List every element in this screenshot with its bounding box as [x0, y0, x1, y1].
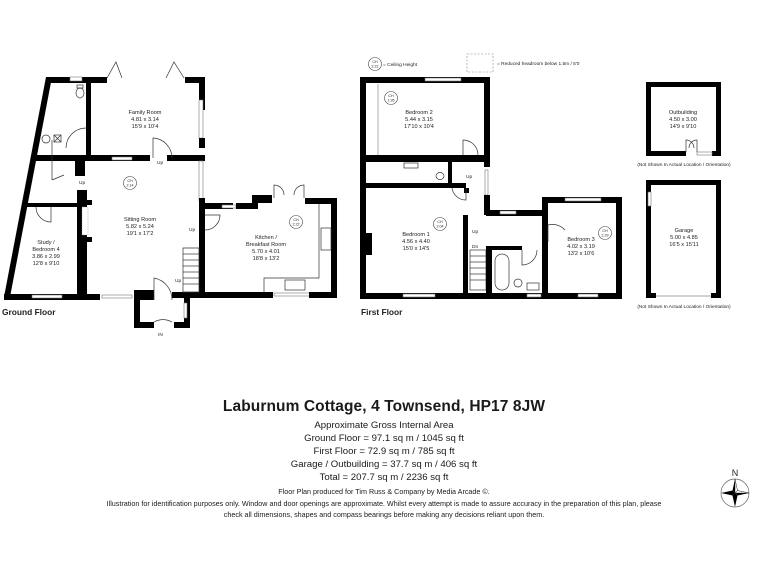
svg-text:Bedroom 3: Bedroom 3: [567, 237, 594, 243]
outbuilding-plan: Outbuilding 4.50 x 3.00 14'9 x 9'10 (Not…: [637, 82, 731, 168]
svg-text:CH: CH: [388, 94, 394, 98]
area-first-floor: First Floor = 72.9 sq m / 785 sq ft: [313, 446, 455, 457]
stair-label-up-landing: Up: [466, 174, 472, 180]
svg-text:15'9 x 10'4: 15'9 x 10'4: [132, 124, 159, 130]
reduced-headroom-legend-label: = Reduced headroom below 1.5m / 5'0: [497, 61, 580, 67]
svg-text:2.14: 2.14: [127, 184, 134, 188]
svg-text:3.86 x 2.99: 3.86 x 2.99: [32, 254, 60, 260]
svg-text:19'1 x 17'2: 19'1 x 17'2: [127, 231, 154, 237]
room-bedroom-3: Bedroom 3 4.02 x 3.19 13'2 x 10'6: [567, 237, 595, 257]
svg-text:Garage: Garage: [675, 228, 694, 234]
room-study-bedroom-4: Study / Bedroom 4 3.86 x 2.99 12'8 x 9'1…: [32, 240, 60, 267]
stair-label-up-family: Up: [157, 160, 163, 166]
stair-label-up-hall: Up: [79, 180, 85, 186]
svg-text:14'9 x 9'10: 14'9 x 9'10: [670, 124, 697, 130]
svg-text:Bedroom 4: Bedroom 4: [32, 247, 59, 253]
stair-label-up-sitting: Up: [175, 278, 181, 284]
ceiling-height-legend-icon: CH 2.22: [368, 57, 382, 71]
room-kitchen-breakfast: Kitchen / Breakfast Room 5.70 x 4.01 18'…: [246, 235, 286, 262]
area-ground-floor: Ground Floor = 97.1 sq m / 1045 sq ft: [304, 433, 464, 444]
garage-location-note: (Not Shown In Actual Location / Orientat…: [637, 304, 731, 310]
outbuilding-location-note: (Not Shown In Actual Location / Orientat…: [637, 162, 731, 168]
svg-text:5.00 x 4.85: 5.00 x 4.85: [670, 235, 698, 241]
svg-text:4.02 x 3.19: 4.02 x 3.19: [567, 244, 595, 250]
svg-text:2.29: 2.29: [602, 234, 609, 238]
svg-text:5.82 x 5.24: 5.82 x 5.24: [126, 224, 154, 230]
svg-text:17'10 x 10'4: 17'10 x 10'4: [404, 124, 434, 130]
ceiling-height-marker-kitchen: CH 2.22: [289, 215, 303, 229]
compass-rose-icon: N: [720, 468, 750, 508]
area-summary: Approximate Gross Internal Area Ground F…: [0, 419, 768, 484]
svg-text:Bedroom 2: Bedroom 2: [405, 110, 432, 116]
area-total: Total = 207.7 sq m / 2236 sq ft: [319, 472, 449, 483]
disclaimer: Illustration for identification purposes…: [106, 499, 662, 519]
ceiling-height-marker-bedroom-3: CH 2.29: [598, 226, 612, 240]
svg-text:5.70 x 4.01: 5.70 x 4.01: [252, 249, 280, 255]
svg-text:4.50 x 3.00: 4.50 x 3.00: [669, 117, 697, 123]
first-floor-label: First Floor: [361, 307, 403, 317]
room-sitting-room: Sitting Room 5.82 x 5.24 19'1 x 17'2: [124, 217, 156, 237]
credit-line: Floor Plan produced for Tim Russ & Compa…: [278, 487, 490, 496]
svg-text:4.81 x 3.14: 4.81 x 3.14: [131, 117, 159, 123]
svg-text:4.56 x 4.40: 4.56 x 4.40: [402, 239, 430, 245]
stair-label-up-kitchen: Up: [189, 227, 195, 233]
area-garage-outbuilding: Garage / Outbuilding = 37.7 sq m / 406 s…: [290, 459, 478, 470]
svg-text:Sitting Room: Sitting Room: [124, 217, 156, 223]
svg-text:16'5 x 15'11: 16'5 x 15'11: [669, 242, 698, 248]
svg-text:5.44 x 3.15: 5.44 x 3.15: [405, 117, 433, 123]
svg-text:15'0 x 14'5: 15'0 x 14'5: [403, 246, 430, 252]
entrance-label: IN: [158, 332, 163, 338]
ceiling-height-marker-bedroom-2: CH 1.95: [384, 91, 398, 105]
ground-floor-label: Ground Floor: [2, 307, 56, 317]
svg-text:18'8 x 13'2: 18'8 x 13'2: [253, 256, 280, 262]
svg-text:2.22: 2.22: [293, 223, 300, 227]
svg-text:CH: CH: [293, 218, 299, 222]
svg-text:Outbuilding: Outbuilding: [669, 110, 697, 116]
first-floor-plan: Up Up Dn: [360, 77, 622, 317]
svg-text:13'2 x 10'6: 13'2 x 10'6: [568, 251, 595, 257]
ceiling-height-legend-label: = Ceiling Height: [383, 62, 418, 68]
svg-text:1.95: 1.95: [388, 99, 395, 103]
svg-text:2.22: 2.22: [372, 65, 379, 69]
svg-text:CH: CH: [437, 220, 443, 224]
svg-text:CH: CH: [602, 229, 608, 233]
ground-floor-plan: Up Up IN: [2, 61, 337, 338]
stair-label-up-first: Up: [472, 229, 478, 235]
room-family-room: Family Room 4.81 x 3.14 15'9 x 10'4: [129, 110, 162, 130]
legend: CH 2.22 = Ceiling Height = Reduced headr…: [368, 53, 580, 73]
ceiling-height-marker-bedroom-1: CH 2.04: [433, 217, 447, 231]
svg-text:N: N: [732, 468, 739, 478]
svg-text:12'8 x 9'10: 12'8 x 9'10: [33, 261, 60, 267]
svg-text:Breakfast Room: Breakfast Room: [246, 242, 286, 248]
svg-text:CH: CH: [372, 60, 378, 64]
stair-label-down: Dn: [472, 244, 478, 250]
reduced-headroom-legend-icon: [466, 53, 494, 73]
room-bedroom-2: Bedroom 2 5.44 x 3.15 17'10 x 10'4: [404, 110, 434, 130]
garage-plan: Garage 5.00 x 4.85 16'5 x 15'11 (Not Sho…: [637, 180, 731, 310]
svg-text:Study /: Study /: [37, 240, 55, 246]
svg-text:Kitchen /: Kitchen /: [255, 235, 277, 241]
svg-text:Family Room: Family Room: [129, 110, 162, 116]
svg-text:CH: CH: [127, 179, 133, 183]
svg-text:Bedroom 1: Bedroom 1: [402, 232, 429, 238]
room-bedroom-1: Bedroom 1 4.56 x 4.40 15'0 x 14'5: [402, 232, 430, 252]
property-title: Laburnum Cottage, 4 Townsend, HP17 8JW: [222, 398, 546, 415]
area-subtitle: Approximate Gross Internal Area: [314, 420, 454, 431]
svg-text:2.04: 2.04: [437, 225, 444, 229]
ceiling-height-marker-sitting: CH 2.14: [123, 176, 137, 190]
